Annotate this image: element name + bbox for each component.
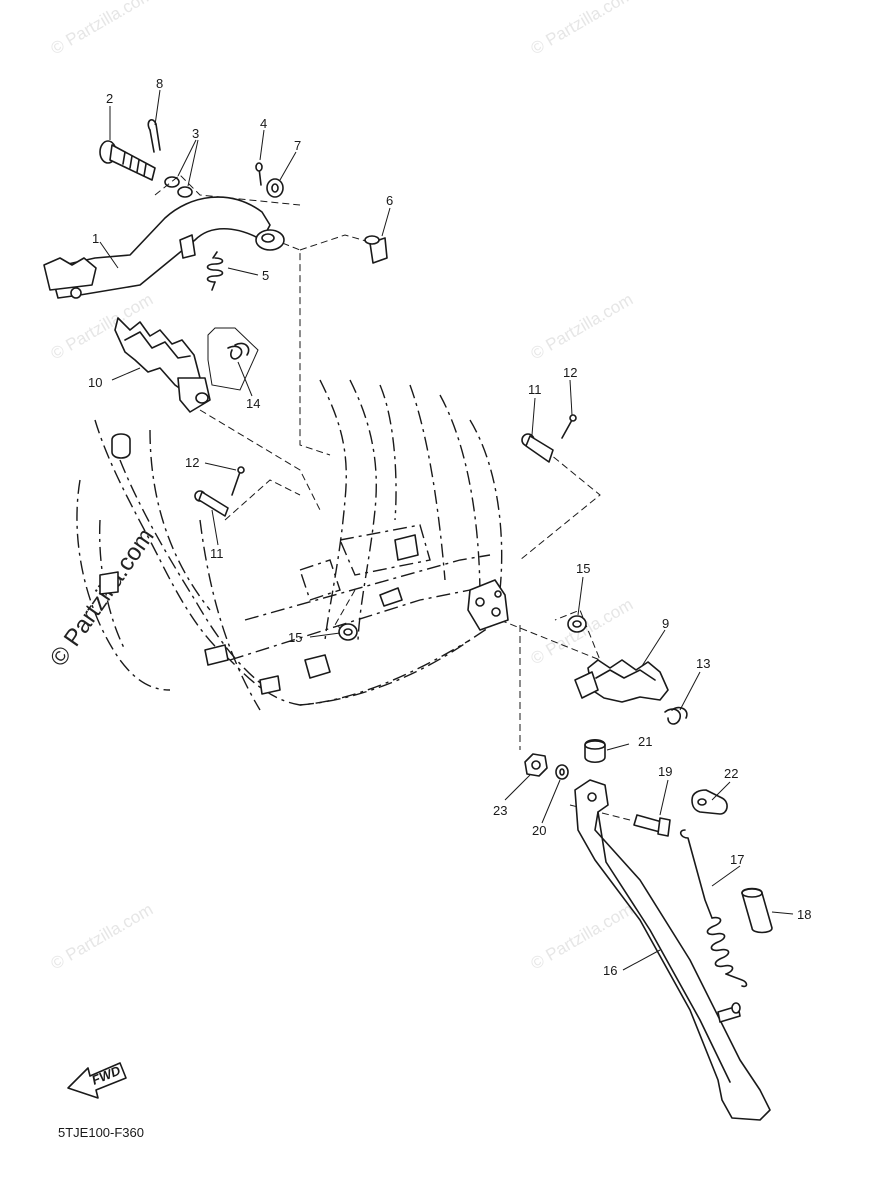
- callout-15-left: 15: [288, 630, 302, 645]
- clevis-bolt: [364, 235, 388, 264]
- callout-17: 17: [730, 852, 744, 867]
- sidestand-bolt: [633, 814, 671, 837]
- collar: [584, 738, 606, 764]
- pin: [255, 162, 263, 186]
- callout-22: 22: [724, 766, 738, 781]
- callout-18: 18: [797, 907, 811, 922]
- callout-9: 9: [662, 616, 669, 631]
- spring-plate: [691, 789, 728, 815]
- callout-23: 23: [493, 803, 507, 818]
- watermark-text: © Partzilla.com: [528, 290, 637, 364]
- brake-pedal: [43, 196, 285, 299]
- callout-14: 14: [246, 396, 260, 411]
- callout-3: 3: [192, 126, 199, 141]
- watermark-text: © Partzilla.com: [528, 900, 637, 974]
- pivot-bolt: [99, 140, 156, 181]
- callout-12-left: 12: [185, 455, 199, 470]
- callout-4: 4: [260, 116, 267, 131]
- watermark-primary: © Partzilla.com: [45, 523, 160, 671]
- callout-11-right: 11: [528, 382, 542, 397]
- watermark-text: © Partzilla.com: [48, 900, 157, 974]
- watermark-text: © Partzilla.com: [528, 0, 637, 58]
- callout-20: 20: [532, 823, 546, 838]
- flange-nut-right: [567, 615, 587, 633]
- watermarks: © Partzilla.com © Partzilla.com © Partzi…: [45, 0, 636, 973]
- footrest-pin-right: [521, 414, 577, 463]
- callout-1: 1: [92, 231, 99, 246]
- assembly-lines: [154, 174, 631, 821]
- right-footrest: [574, 659, 669, 703]
- return-spring: [206, 251, 224, 291]
- forward-arrow-icon: FWD: [67, 1062, 127, 1099]
- sidestand: [574, 779, 771, 1121]
- callout-5: 5: [262, 268, 269, 283]
- callout-7: 7: [294, 138, 301, 153]
- flange-nut-left: [338, 623, 358, 641]
- callout-6: 6: [386, 193, 393, 208]
- frame-outline: [76, 379, 503, 711]
- right-footrest-spring: [664, 706, 688, 725]
- callout-10: 10: [88, 375, 102, 390]
- callout-8: 8: [156, 76, 163, 91]
- callout-11-left: 11: [210, 546, 224, 561]
- footrest-spring: [207, 327, 259, 391]
- spring-sleeve: [741, 887, 773, 934]
- o-rings: [164, 176, 193, 198]
- cotter-pin: [147, 119, 161, 153]
- callout-2: 2: [106, 91, 113, 106]
- diagram-code: 5TJE100-F360: [58, 1125, 144, 1140]
- callout-15-right: 15: [576, 561, 590, 576]
- washer: [266, 178, 284, 198]
- watermark-text: © Partzilla.com: [48, 0, 157, 58]
- callout-21: 21: [638, 734, 652, 749]
- sidestand-washer: [555, 764, 569, 780]
- left-footrest: [114, 317, 211, 413]
- callouts: 2 8 3 4 7 6 1 5 10 14 11 12 12 11 15 15 …: [88, 76, 811, 978]
- callout-13: 13: [696, 656, 710, 671]
- callout-16: 16: [603, 963, 617, 978]
- leader-lines: [99, 89, 794, 971]
- footrest-pin-left: [194, 466, 245, 517]
- sidestand-spring: [679, 829, 748, 988]
- frame-brackets: [99, 433, 509, 695]
- sidestand-nut: [524, 753, 548, 777]
- callout-19: 19: [658, 764, 672, 779]
- callout-12-right: 12: [563, 365, 577, 380]
